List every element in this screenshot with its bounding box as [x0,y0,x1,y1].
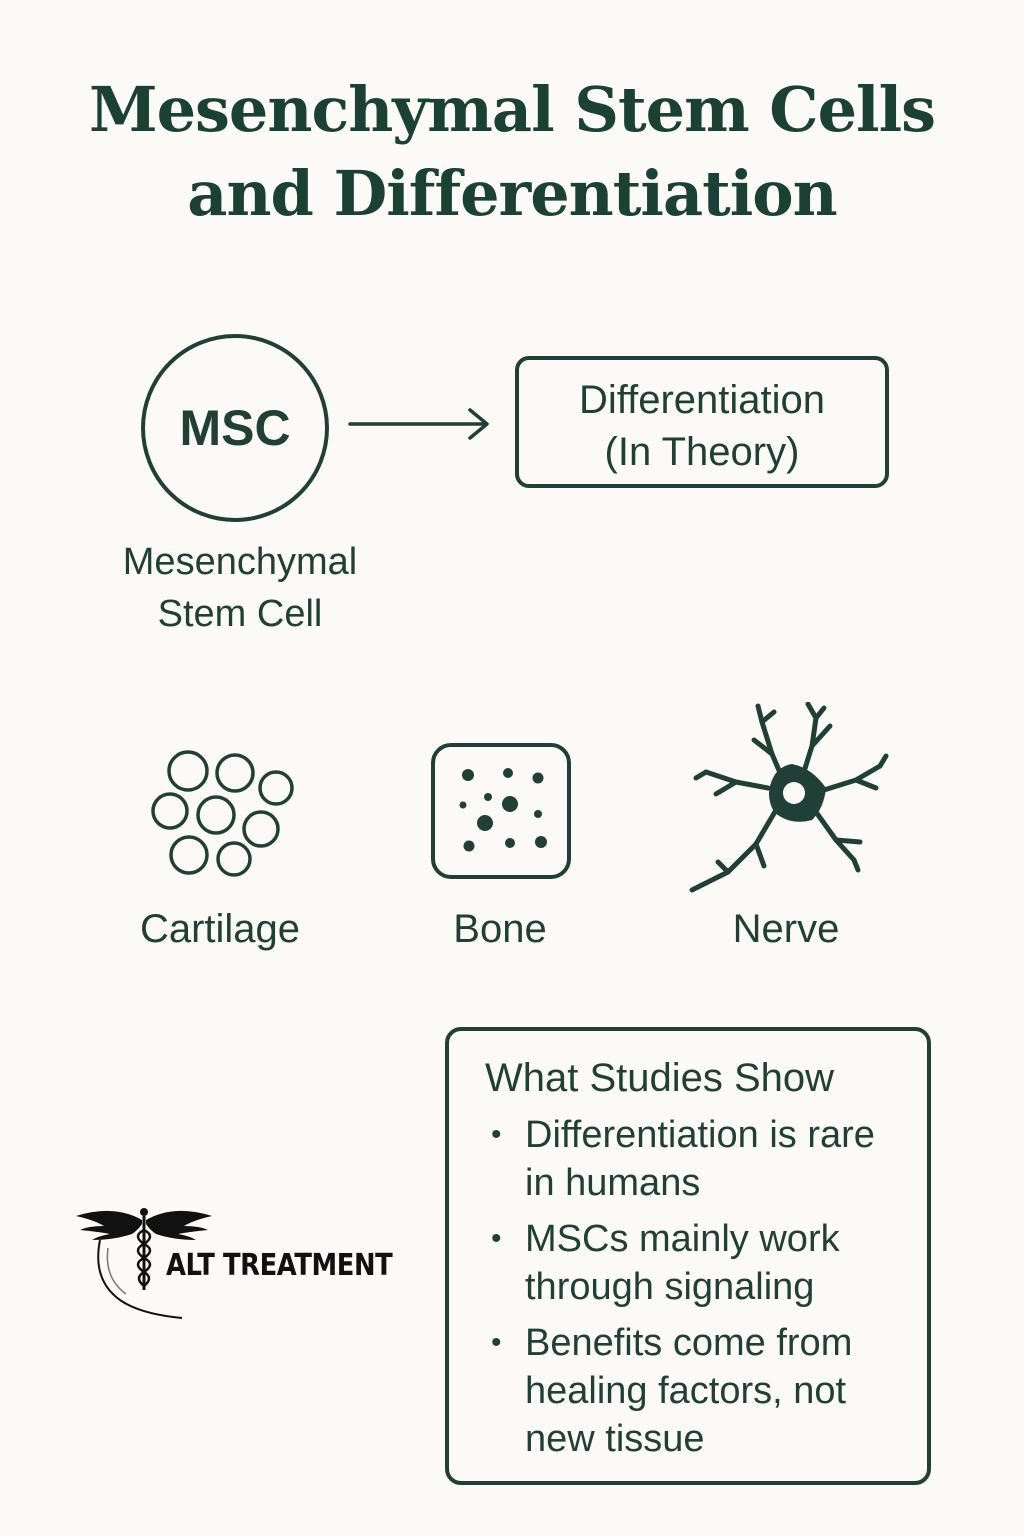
list-item-text: MSCs mainly work through signaling [525,1218,840,1308]
bone-icon [431,743,571,879]
bullet-icon: • [491,1326,502,1359]
differentiation-box: Differentiation (In Theory) [515,356,889,488]
title-line-1: Mesenchymal Stem Cells [88,73,936,146]
logo-text: ALT TREATMENT [166,1248,393,1283]
list-item: • MSCs mainly work through signaling [485,1215,907,1311]
arrow-right-icon [348,408,489,440]
nerve-icon [689,702,889,893]
msc-caption-line-1: Mesenchymal [122,541,358,583]
page-title: Mesenchymal Stem Cells and Differentiati… [0,68,1024,236]
studies-box: What Studies Show • Differentiation is r… [445,1027,931,1485]
logo: ALT TREATMENT [74,1200,394,1330]
msc-abbr: MSC [179,400,291,456]
list-item: • Benefits come from healing factors, no… [485,1319,907,1463]
msc-circle: MSC [141,334,329,522]
caduceus-icon [76,1208,212,1319]
list-item-text: Differentiation is rare in humans [525,1114,875,1204]
studies-list: • Differentiation is rare in humans • MS… [485,1111,907,1463]
title-line-2: and Differentiation [187,157,837,230]
list-item-text: Benefits come from healing factors, not … [525,1322,853,1460]
msc-caption: Mesenchymal Stem Cell [70,536,410,640]
differentiation-line-1: Differentiation [578,378,826,422]
bullet-icon: • [491,1222,502,1255]
studies-heading: What Studies Show [485,1056,835,1100]
bone-label: Bone [453,907,547,951]
cartilage-label: Cartilage [139,907,301,951]
cartilage-icon [151,750,294,877]
msc-caption-line-2: Stem Cell [157,593,323,635]
list-item: • Differentiation is rare in humans [485,1111,907,1207]
nerve-label: Nerve [732,907,840,951]
differentiation-line-2: (In Theory) [604,430,800,474]
bullet-icon: • [491,1118,502,1151]
